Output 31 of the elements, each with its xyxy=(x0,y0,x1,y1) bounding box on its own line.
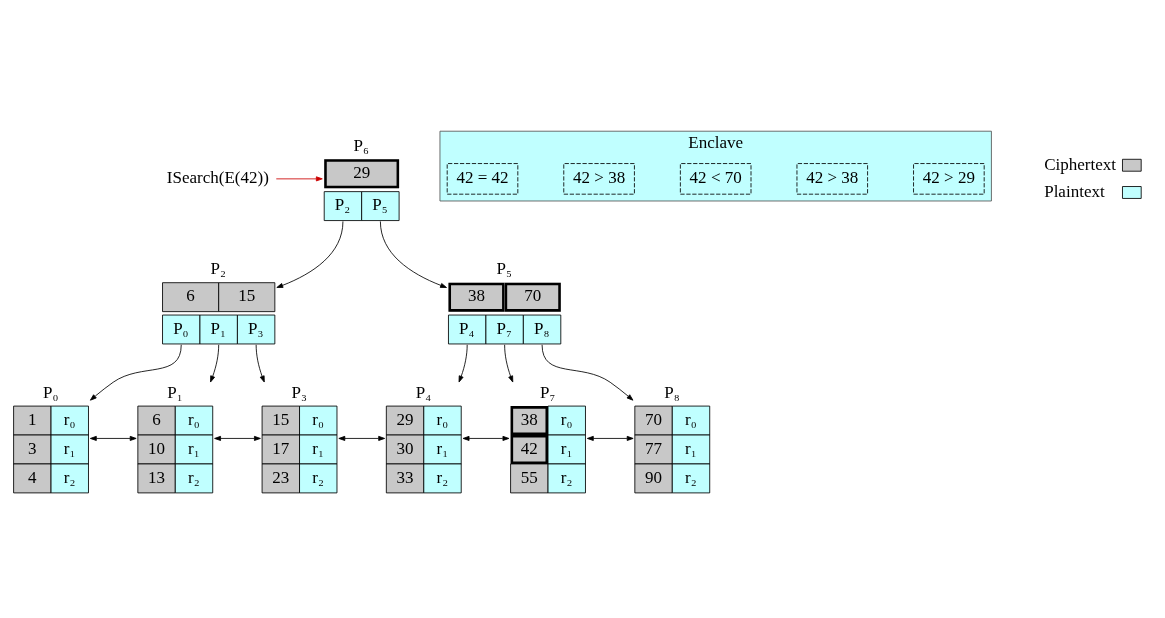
arrow xyxy=(458,343,468,382)
node-label: P₆ xyxy=(353,135,369,155)
arrow xyxy=(462,435,510,441)
arrow xyxy=(586,435,634,441)
arrow xyxy=(276,220,344,288)
arrow xyxy=(275,175,323,181)
arrow xyxy=(541,343,634,401)
node-label: P₈ xyxy=(664,382,680,402)
node-label: P₂ xyxy=(210,258,227,278)
node-label: P₁ xyxy=(167,382,183,402)
arrow xyxy=(89,435,137,441)
arrow xyxy=(504,343,514,382)
node-label: P₄ xyxy=(415,382,432,402)
arrow xyxy=(210,343,220,382)
node-label: P₇ xyxy=(539,382,556,402)
arrow xyxy=(338,435,386,441)
arrow xyxy=(89,343,182,401)
node-box: 42 > 29 xyxy=(913,162,985,195)
arrow xyxy=(255,343,265,382)
node-box: 42 = 42 xyxy=(446,162,519,195)
legend-label: Ciphertext xyxy=(1044,154,1116,174)
node-box: 42 > 38 xyxy=(796,162,868,195)
node-label: P₃ xyxy=(291,382,307,402)
node-box: 42 > 38 xyxy=(563,162,635,195)
node-box: 42 < 70 xyxy=(679,162,752,195)
arrow xyxy=(379,220,447,288)
node-text: ISearch(E(42)) xyxy=(166,167,269,187)
arrow xyxy=(214,435,261,441)
node-label: P₅ xyxy=(496,258,512,278)
node-label: P₀ xyxy=(42,382,59,402)
legend-label: Plaintext xyxy=(1044,181,1105,201)
